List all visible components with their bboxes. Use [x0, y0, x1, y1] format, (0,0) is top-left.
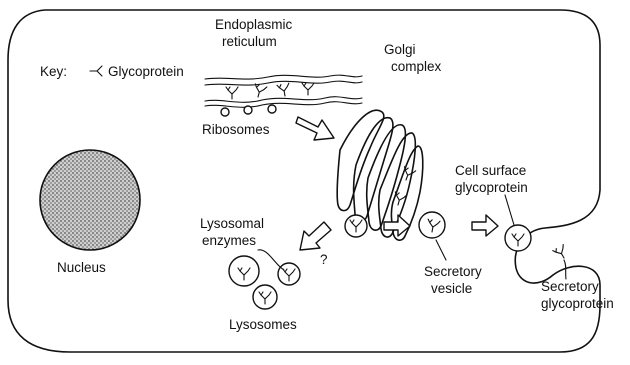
- lysosomes: [229, 256, 300, 309]
- lysosomes-label: Lysosomes: [229, 317, 297, 332]
- key-item-label: Glycoprotein: [108, 64, 184, 79]
- secretory-gp-label-1: Secretory: [541, 279, 599, 294]
- fusing-vesicle: [505, 225, 531, 251]
- secretory-vesicle-label-2: vesicle: [431, 281, 472, 296]
- golgi-vesicle: [345, 215, 367, 237]
- cell-surface-label-2: glycoprotein: [455, 180, 528, 195]
- nucleus: [40, 150, 140, 250]
- er-label-1: Endoplasmic: [215, 17, 293, 32]
- secretory-gp-label-2: glycoprotein: [541, 296, 614, 311]
- ribosome: [221, 108, 229, 116]
- nucleus-label: Nucleus: [57, 260, 106, 275]
- secretory-vesicle-label-1: Secretory: [424, 264, 482, 279]
- ribosome: [244, 106, 252, 114]
- leader-lysosomal-enzymes: [258, 250, 284, 270]
- golgi-label-1: Golgi: [384, 42, 416, 57]
- secretory-glycoprotein-icon: [553, 245, 569, 261]
- arrow-er-to-golgi: [296, 117, 334, 140]
- arrow-golgi-to-lysosome: [300, 222, 331, 250]
- lysosomal-enzymes-label-1: Lysosomal: [200, 216, 264, 231]
- leader-cell-surface: [505, 195, 514, 225]
- golgi-complex: [337, 110, 423, 240]
- ribosome: [268, 105, 276, 113]
- er-label-2: reticulum: [222, 34, 277, 49]
- ribosomes-label: Ribosomes: [202, 122, 270, 137]
- cell-surface-label-1: Cell surface: [455, 163, 526, 178]
- question-mark: ?: [320, 252, 328, 267]
- golgi-label-2: complex: [391, 59, 442, 74]
- arrow-vesicle-to-membrane: [472, 215, 498, 236]
- lysosomal-enzymes-label-2: enzymes: [202, 233, 256, 248]
- endoplasmic-reticulum: [205, 75, 362, 116]
- leader-secretory-vesicle: [436, 240, 446, 260]
- key-label: Key:: [40, 64, 67, 79]
- key-glycoprotein-icon: [90, 66, 102, 76]
